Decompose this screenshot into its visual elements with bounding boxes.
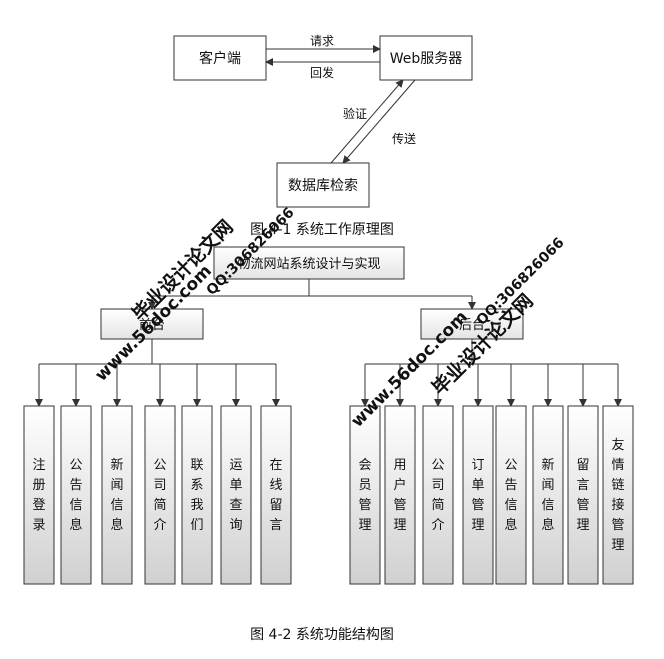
front-module-label: 在线留言 [269,458,282,533]
request-label: 请求 [310,34,334,48]
back-module-label: 新闻信息 [541,457,554,533]
back-module-label: 留言管理 [576,458,589,533]
front-module-label: 公司简介 [153,458,166,533]
principle-diagram: 客户端 Web服务器 数据库检索 请求 回发 验证 传送 图 4-1 系统工作原… [173,34,473,238]
front-module-box [181,405,213,585]
front-module-label: 联系我们 [190,458,203,533]
back-module-box [532,405,564,585]
verify-label: 验证 [343,106,367,121]
back-module-label: 会员管理 [358,458,371,533]
front-module-box [101,405,133,585]
figure-caption-4-2: 图 4-2 系统功能结构图 [250,627,394,643]
root-box [213,246,405,280]
front-module-label: 新闻信息 [110,457,123,533]
watermark-group: 毕业设计论文网 QQ:306826066 www.56doc.com www.5… [91,205,567,432]
back-module-label: 订单管理 [471,458,484,533]
server-box [379,35,473,81]
front-label: 前台 [139,317,165,333]
back-module-label: 用户管理 [393,458,406,533]
root-label: 物流网站系统设计与实现 [237,257,380,272]
front-module-box [23,405,55,585]
client-label: 客户端 [199,50,241,67]
back-module-box [495,405,527,585]
transmit-arrow [342,79,416,164]
back-module-box [422,405,454,585]
back-module-box [462,405,494,585]
client-box [173,35,267,81]
front-module-box [144,405,176,585]
back-module-label: 公告信息 [504,458,517,533]
back-module-box [384,405,416,585]
front-module-box [260,405,292,585]
back-module-label: 友情链接管理 [611,437,624,553]
server-label: Web服务器 [390,51,463,67]
back-module-label: 公司简介 [431,458,444,533]
figure-caption-4-1: 图 4-1 系统工作原理图 [250,222,394,238]
response-label: 回发 [310,65,334,80]
verify-arrow [330,79,404,164]
front-module-label: 运单查询 [229,458,242,533]
back-modules: 会员管理 用户管理 公司简介 订单管理 公告信息 新闻信息 留言管理 友情链接管理 [349,363,634,585]
front-module-box [220,405,252,585]
front-module-label: 注册登录 [32,458,45,533]
front-module-box [60,405,92,585]
back-module-box [602,405,634,585]
back-box [420,308,524,340]
function-structure-tree: 物流网站系统设计与实现 前台 后台 注册登录 公告信息 新闻信息 公司简介 联系我们 运单… [23,246,634,643]
database-box [276,162,370,208]
database-label: 数据库检索 [288,177,358,194]
transmit-label: 传送 [392,131,416,146]
front-module-label: 公告信息 [69,458,82,533]
back-module-box [567,405,599,585]
front-box [100,308,204,340]
front-modules: 注册登录 公告信息 新闻信息 公司简介 联系我们 运单查询 在线留言 [23,363,292,585]
back-label: 后台 [459,318,485,333]
back-module-box [349,405,381,585]
